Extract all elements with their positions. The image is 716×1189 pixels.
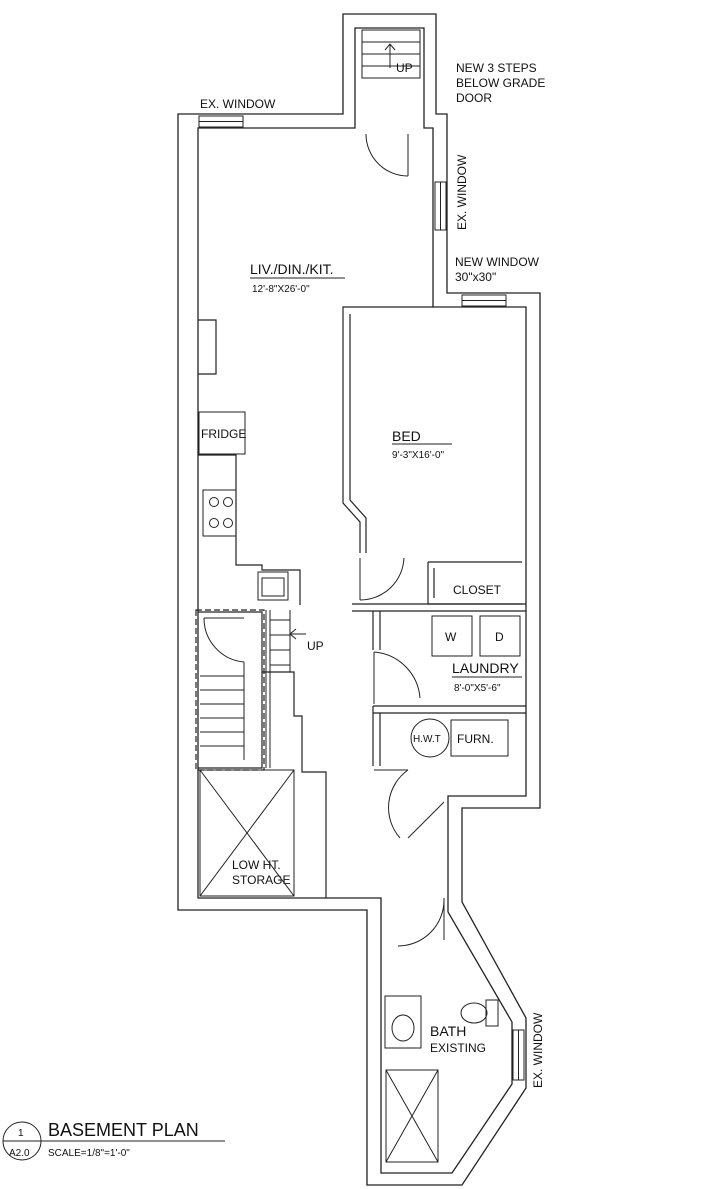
laundry-door-swing bbox=[373, 651, 421, 699]
kitchen-counter bbox=[198, 454, 301, 605]
washer-box bbox=[431, 615, 473, 657]
title-block bbox=[2, 1121, 225, 1161]
living-pilaster bbox=[198, 319, 217, 375]
mech-door-swing bbox=[388, 769, 409, 839]
toilet-tank bbox=[485, 999, 499, 1027]
bed-room-dims: 9'-3"X16'-0" bbox=[392, 450, 445, 461]
bedroom-door-swing bbox=[359, 557, 405, 601]
burner-3-icon bbox=[209, 518, 219, 528]
mech-door-leaf-2 bbox=[407, 801, 445, 839]
dryer-box bbox=[479, 615, 521, 657]
washer-label: W bbox=[445, 630, 457, 644]
laundry-dims: 8'-0"X5'-6" bbox=[454, 683, 501, 694]
burner-4-icon bbox=[223, 518, 233, 528]
interior-stair bbox=[200, 610, 306, 768]
storage-label-1: LOW HT. bbox=[232, 858, 281, 872]
exterior-wall-inner bbox=[197, 27, 527, 1174]
burner-2-icon bbox=[223, 497, 233, 507]
bedroom-wall bbox=[342, 306, 433, 553]
furnace-box bbox=[450, 719, 509, 757]
title-sheet: A2.0 bbox=[9, 1148, 30, 1159]
kitchen-sink-box bbox=[257, 571, 289, 601]
bath-name: BATH bbox=[430, 1023, 466, 1039]
vanity-basin-icon bbox=[391, 1014, 415, 1042]
laundry-name: LAUNDRY bbox=[452, 660, 519, 676]
entry-stair-up-label: UP bbox=[396, 61, 413, 75]
dryer-label: D bbox=[495, 630, 504, 644]
bath-window-label: EX. WINDOW bbox=[531, 1012, 545, 1088]
water-heater-label: H.W.T bbox=[413, 734, 441, 745]
water-heater-icon bbox=[410, 718, 450, 758]
new-window-label-1: NEW WINDOW bbox=[455, 255, 540, 269]
title-scale: SCALE=1/8"=1'-0" bbox=[48, 1148, 130, 1159]
interior-walls bbox=[198, 306, 526, 898]
fridge-label: FRIDGE bbox=[201, 427, 246, 441]
entry-note-line-2: BELOW GRADE bbox=[456, 76, 545, 90]
burner-1-icon bbox=[209, 497, 219, 507]
bath-door-swing bbox=[397, 899, 445, 947]
living-room-name: LIV./DIN./KIT. bbox=[250, 261, 334, 277]
stair-arrow-head bbox=[289, 628, 297, 640]
right-window-label: EX. WINDOW bbox=[455, 154, 469, 230]
entry-stair-arrow-head bbox=[384, 43, 396, 51]
exterior-walls bbox=[177, 13, 541, 1186]
title-number: 1 bbox=[18, 1128, 24, 1139]
bedroom-wall-inner bbox=[349, 314, 367, 553]
storage-box bbox=[199, 769, 295, 897]
title-text: BASEMENT PLAN bbox=[48, 1120, 199, 1140]
storage-x-2 bbox=[199, 769, 295, 897]
shower-box bbox=[385, 1069, 439, 1163]
new-window-label-2: 30"x30" bbox=[455, 270, 496, 284]
fixtures bbox=[198, 411, 521, 1163]
furnace-label: FURN. bbox=[457, 732, 494, 746]
bath-note: EXISTING bbox=[430, 1041, 486, 1055]
exterior-wall-outer bbox=[177, 13, 541, 1186]
entry-note-line-3: DOOR bbox=[456, 91, 492, 105]
closet-label: CLOSET bbox=[453, 583, 502, 597]
vanity-box bbox=[384, 995, 422, 1049]
kitchen-sink-basin bbox=[261, 577, 285, 597]
storage-label-2: STORAGE bbox=[232, 873, 290, 887]
window-symbols bbox=[198, 115, 525, 1081]
bed-room-name: BED bbox=[392, 428, 421, 444]
entry-stair bbox=[361, 29, 421, 79]
door-symbols bbox=[203, 133, 445, 947]
stair-enclosure bbox=[198, 611, 263, 769]
entry-door-swing bbox=[365, 133, 409, 177]
top-window-label: EX. WINDOW bbox=[200, 97, 276, 111]
entry-note-line-1: NEW 3 STEPS bbox=[456, 61, 537, 75]
living-room-dims: 12'-8"X26'-0" bbox=[252, 284, 310, 295]
range-box bbox=[202, 489, 237, 537]
stair-corridor-wall bbox=[262, 671, 327, 898]
fridge-box bbox=[198, 411, 246, 455]
stair-door-swing bbox=[203, 617, 245, 663]
toilet-bowl-icon bbox=[460, 1002, 488, 1024]
interior-stair-up-label: UP bbox=[307, 639, 324, 653]
shower-x-2 bbox=[385, 1069, 439, 1163]
